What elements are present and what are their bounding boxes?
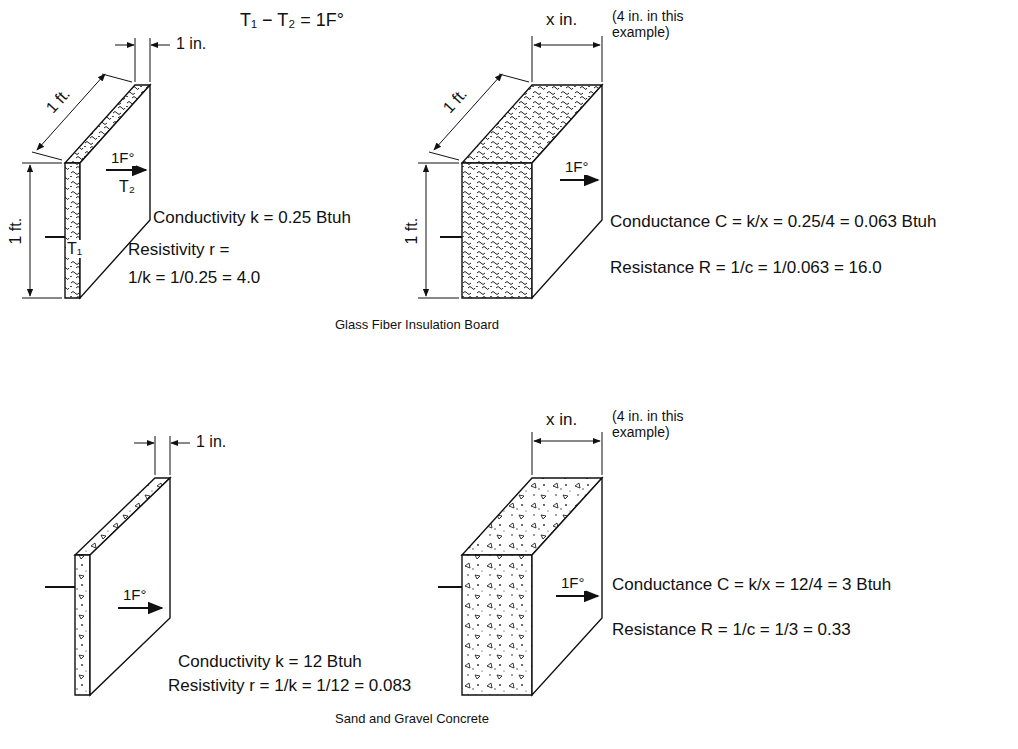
property-text: Resistivity r = 1/k = 1/12 = 0.083 [168,676,411,696]
dimension-label: 1 in. [176,35,206,53]
temperature-label: 1F° [122,586,148,603]
temperature-label: 1F° [564,158,590,175]
property-text: Conductance C = k/x = 12/4 = 3 Btuh [612,575,891,595]
dimension-label: 1 ft. [439,84,472,118]
dimension-label: x in. [546,10,577,30]
temperature-label: T₂ [118,178,136,196]
caption-text: Sand and Gravel Concrete [335,712,489,727]
dimension-label: 1 ft. [7,217,25,246]
temperature-label: T₁ [66,240,83,258]
property-text: Resistivity r = [128,240,230,260]
note-text: (4 in. in this example) [612,408,722,440]
property-text: Resistance R = 1/c = 1/3 = 0.33 [612,620,851,640]
equation-text: T₁ − T₂ = 1F° [240,10,344,31]
temperature-label: 1F° [560,574,586,591]
dimension-label: 1 ft. [403,217,421,246]
property-text: Resistance R = 1/c = 1/0.063 = 16.0 [610,258,882,278]
temperature-label: 1F° [110,149,136,166]
property-text: 1/k = 1/0.25 = 4.0 [128,268,260,288]
dimension-label: 1 in. [196,433,226,451]
property-text: Conductivity k = 0.25 Btuh [153,208,351,228]
dimension-label: x in. [546,410,577,430]
note-text: (4 in. in this example) [612,8,722,40]
dimension-label: 1 ft. [42,84,75,118]
property-text: Conductivity k = 12 Btuh [178,652,362,672]
property-text: Conductance C = k/x = 0.25/4 = 0.063 Btu… [610,212,937,232]
caption-text: Glass Fiber Insulation Board [335,318,499,333]
